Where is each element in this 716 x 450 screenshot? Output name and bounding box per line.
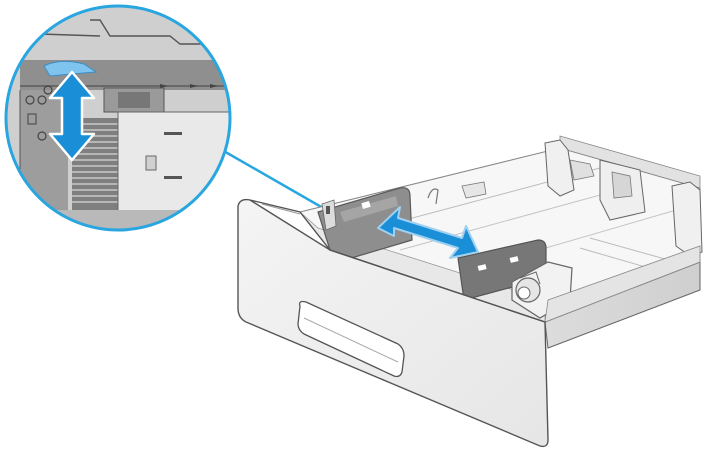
callout-ring	[4, 4, 232, 232]
callout-leader-line	[221, 148, 331, 214]
callout-zoom	[4, 4, 232, 232]
vertical-double-arrow-icon	[48, 70, 96, 162]
tray-handle	[297, 300, 405, 378]
tray-front-panel	[237, 198, 549, 448]
rear-guide-tab	[544, 139, 575, 197]
paper-tray	[237, 135, 703, 448]
guide-release-tab	[43, 60, 98, 77]
horizontal-double-arrow-icon	[377, 206, 479, 259]
